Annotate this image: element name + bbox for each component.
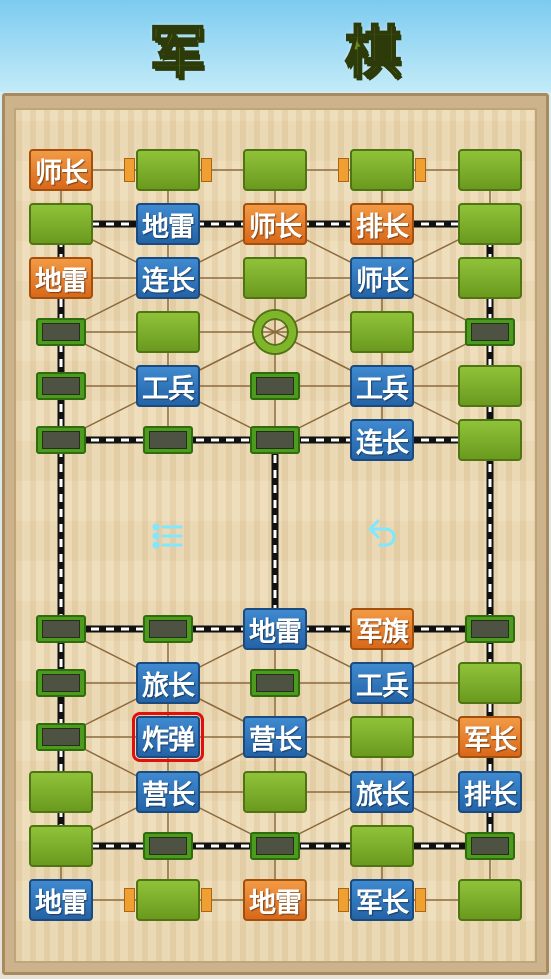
- hidden-piece[interactable]: [458, 149, 522, 191]
- station-post[interactable]: [465, 318, 515, 346]
- hidden-piece[interactable]: [136, 879, 200, 921]
- headquarters-marker: [338, 888, 349, 912]
- hidden-piece[interactable]: [136, 311, 200, 353]
- game-piece[interactable]: 地雷: [243, 879, 307, 921]
- hidden-piece[interactable]: [350, 825, 414, 867]
- hidden-piece[interactable]: [136, 149, 200, 191]
- station-post[interactable]: [143, 426, 193, 454]
- hidden-piece[interactable]: [29, 771, 93, 813]
- station-slot: [42, 323, 80, 341]
- station-post[interactable]: [36, 372, 86, 400]
- station-slot: [149, 431, 187, 449]
- hidden-piece[interactable]: [243, 257, 307, 299]
- game-piece[interactable]: 连长: [136, 257, 200, 299]
- header-bar: 军 棋: [0, 0, 551, 92]
- hidden-piece[interactable]: [243, 771, 307, 813]
- game-piece[interactable]: 旅长: [350, 771, 414, 813]
- list-menu-icon[interactable]: [146, 514, 190, 558]
- station-post[interactable]: [250, 426, 300, 454]
- hidden-piece[interactable]: [458, 257, 522, 299]
- station-post[interactable]: [250, 832, 300, 860]
- game-piece[interactable]: 军长: [350, 879, 414, 921]
- headquarters-marker: [415, 158, 426, 182]
- headquarters-marker: [124, 888, 135, 912]
- station-post[interactable]: [250, 669, 300, 697]
- station-slot: [256, 431, 294, 449]
- game-piece[interactable]: 地雷: [29, 879, 93, 921]
- hidden-piece[interactable]: [458, 203, 522, 245]
- game-title: 军 棋: [149, 19, 462, 87]
- headquarters-marker: [201, 158, 212, 182]
- game-piece[interactable]: 排长: [458, 771, 522, 813]
- station-slot: [256, 377, 294, 395]
- game-piece[interactable]: 工兵: [350, 662, 414, 704]
- game-piece[interactable]: 地雷: [29, 257, 93, 299]
- game-piece[interactable]: 营长: [136, 771, 200, 813]
- station-slot: [471, 323, 509, 341]
- station-post[interactable]: [465, 615, 515, 643]
- hidden-piece[interactable]: [350, 149, 414, 191]
- station-post[interactable]: [36, 723, 86, 751]
- game-piece[interactable]: 军旗: [350, 608, 414, 650]
- station-post[interactable]: [465, 832, 515, 860]
- camp-circle[interactable]: [254, 311, 296, 353]
- station-post[interactable]: [143, 832, 193, 860]
- station-post[interactable]: [250, 372, 300, 400]
- hidden-piece[interactable]: [350, 716, 414, 758]
- hidden-piece[interactable]: [243, 149, 307, 191]
- station-slot: [42, 728, 80, 746]
- hidden-piece[interactable]: [458, 365, 522, 407]
- station-slot: [256, 674, 294, 692]
- station-slot: [42, 674, 80, 692]
- game-piece[interactable]: 军长: [458, 716, 522, 758]
- station-slot: [149, 837, 187, 855]
- station-slot: [471, 837, 509, 855]
- game-piece[interactable]: 排长: [350, 203, 414, 245]
- station-slot: [42, 431, 80, 449]
- headquarters-marker: [338, 158, 349, 182]
- game-piece[interactable]: 地雷: [136, 203, 200, 245]
- game-piece[interactable]: 师长: [29, 149, 93, 191]
- undo-glyph: [368, 519, 396, 547]
- game-piece[interactable]: 工兵: [350, 365, 414, 407]
- station-slot: [42, 620, 80, 638]
- station-slot: [149, 620, 187, 638]
- station-post[interactable]: [36, 669, 86, 697]
- hidden-piece[interactable]: [458, 879, 522, 921]
- game-piece[interactable]: 师长: [350, 257, 414, 299]
- hidden-piece[interactable]: [350, 311, 414, 353]
- hidden-piece[interactable]: [458, 662, 522, 704]
- station-slot: [256, 837, 294, 855]
- headquarters-marker: [124, 158, 135, 182]
- station-slot: [471, 620, 509, 638]
- headquarters-marker: [201, 888, 212, 912]
- list-menu-glyph: [152, 523, 183, 549]
- hidden-piece[interactable]: [29, 825, 93, 867]
- game-piece[interactable]: 炸弹: [132, 712, 204, 762]
- game-piece[interactable]: 地雷: [243, 608, 307, 650]
- game-piece[interactable]: 师长: [243, 203, 307, 245]
- undo-icon[interactable]: [360, 512, 404, 556]
- station-post[interactable]: [36, 426, 86, 454]
- game-piece[interactable]: 旅长: [136, 662, 200, 704]
- game-piece[interactable]: 营长: [243, 716, 307, 758]
- game-piece[interactable]: 连长: [350, 419, 414, 461]
- hidden-piece[interactable]: [458, 419, 522, 461]
- headquarters-marker: [415, 888, 426, 912]
- station-slot: [42, 377, 80, 395]
- station-post[interactable]: [143, 615, 193, 643]
- game-piece[interactable]: 工兵: [136, 365, 200, 407]
- hidden-piece[interactable]: [29, 203, 93, 245]
- station-post[interactable]: [36, 318, 86, 346]
- station-post[interactable]: [36, 615, 86, 643]
